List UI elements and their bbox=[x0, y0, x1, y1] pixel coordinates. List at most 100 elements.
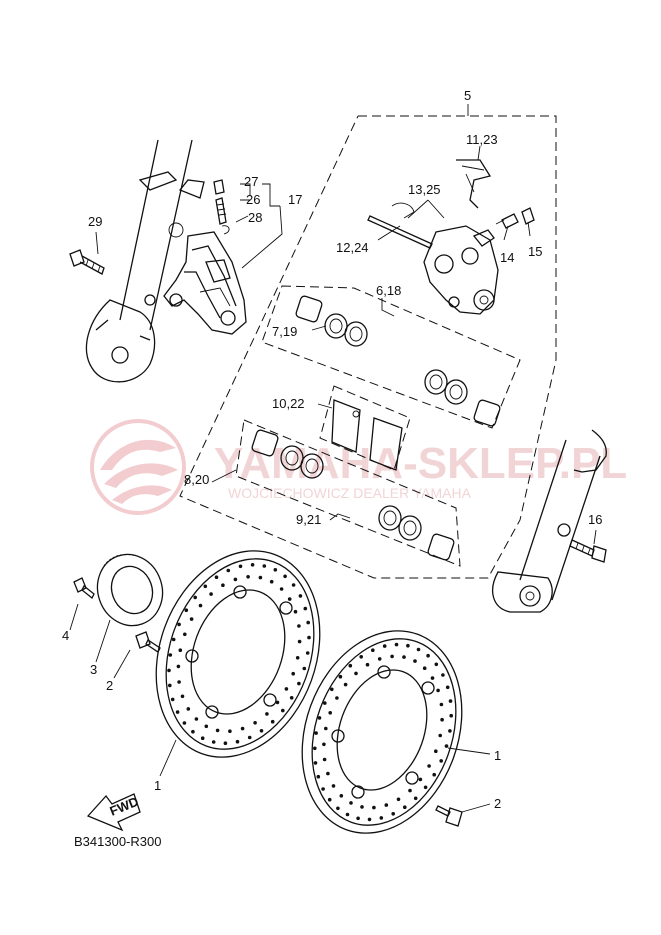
disc-hole bbox=[240, 726, 245, 731]
disc-hole bbox=[430, 676, 435, 680]
disc-hole bbox=[167, 668, 171, 673]
disc-hole bbox=[180, 694, 185, 699]
disc-hole bbox=[297, 639, 302, 644]
disc-hole bbox=[394, 642, 399, 647]
disc-hole bbox=[406, 643, 410, 648]
disc-hole bbox=[448, 729, 452, 733]
disc-hole bbox=[316, 774, 321, 779]
disc-hole bbox=[246, 575, 250, 579]
disc-hole bbox=[253, 721, 257, 725]
disc-hole bbox=[427, 764, 431, 768]
disc-hole bbox=[189, 617, 194, 621]
watermark-logo bbox=[90, 419, 186, 515]
disc-hole bbox=[235, 739, 240, 744]
bleed-cap-15 bbox=[521, 207, 535, 225]
seal-set-upper bbox=[261, 285, 521, 429]
disc-hole bbox=[238, 564, 243, 569]
callout-9-21: 9,21 bbox=[296, 512, 321, 527]
disc-hole bbox=[379, 816, 384, 820]
bleed-screw-14 bbox=[495, 213, 519, 229]
disc-hole bbox=[193, 595, 197, 600]
right-caliper bbox=[423, 225, 499, 315]
disc-hole bbox=[307, 635, 311, 640]
disc-hole bbox=[382, 644, 387, 648]
callout-1-right: 1 bbox=[494, 748, 501, 763]
disc-hole bbox=[275, 700, 280, 705]
disc-hole bbox=[360, 805, 364, 809]
disc-hole bbox=[247, 735, 252, 740]
disc-hole bbox=[262, 564, 267, 568]
callout-labels: 5 11,23 13,25 12,24 14 15 6,18 7,19 10,2… bbox=[62, 88, 602, 811]
disc-hole bbox=[250, 563, 255, 567]
callout-8-20: 8,20 bbox=[184, 472, 209, 487]
callout-27: 27 bbox=[244, 174, 258, 189]
disc-hole bbox=[214, 575, 219, 579]
disc-hole bbox=[203, 584, 208, 589]
disc-hole bbox=[408, 788, 412, 793]
disc-hole bbox=[339, 794, 344, 798]
disc-hole bbox=[317, 716, 322, 720]
disc-hole bbox=[211, 740, 216, 744]
right-fork-leg bbox=[492, 429, 607, 613]
disc-hole bbox=[328, 711, 333, 715]
disc-hole bbox=[338, 674, 343, 679]
disc-hole bbox=[233, 577, 238, 582]
disc-hole bbox=[413, 796, 418, 801]
disc-hole bbox=[215, 728, 220, 733]
disc-hole bbox=[396, 797, 401, 802]
disc-hole bbox=[305, 651, 310, 655]
disc-hole bbox=[440, 717, 444, 722]
callout-26: 26 bbox=[246, 192, 260, 207]
disc-hole bbox=[283, 574, 287, 579]
callout-6-18: 6,18 bbox=[376, 283, 401, 298]
sensor-rotor bbox=[96, 553, 164, 627]
disc-hole bbox=[343, 682, 348, 687]
disc-hole bbox=[434, 749, 438, 753]
disc-hole bbox=[390, 654, 394, 659]
left-disc-holes bbox=[167, 563, 311, 745]
disc-hole bbox=[293, 609, 298, 614]
disc-hole bbox=[269, 579, 274, 584]
disc-hole bbox=[391, 812, 396, 816]
disc-hole bbox=[291, 671, 296, 676]
disc-hole bbox=[284, 687, 289, 691]
leader-lines bbox=[69, 104, 597, 813]
disc-hole bbox=[335, 696, 339, 700]
bolt-2-right bbox=[435, 805, 463, 827]
disc-hole bbox=[171, 637, 176, 642]
disc-hole bbox=[191, 729, 195, 734]
callout-1-left: 1 bbox=[154, 778, 161, 793]
disc-hole bbox=[372, 805, 376, 810]
callout-3: 3 bbox=[90, 662, 97, 677]
callout-29: 29 bbox=[88, 214, 102, 229]
disc-hole bbox=[432, 772, 437, 777]
bleed-screw-parts bbox=[213, 179, 230, 235]
disc-hole bbox=[322, 742, 326, 747]
disc-hole bbox=[177, 680, 181, 684]
disc-hole bbox=[326, 771, 330, 776]
disc-hole bbox=[314, 731, 318, 735]
disc-hole bbox=[184, 608, 189, 612]
disc-hole bbox=[270, 719, 275, 724]
disc-hole bbox=[354, 671, 358, 676]
disc-hole bbox=[281, 708, 285, 713]
disc-hole bbox=[330, 687, 334, 692]
seal-set-lower bbox=[235, 419, 461, 567]
disc-hole bbox=[302, 666, 307, 671]
disc-hole bbox=[182, 721, 187, 725]
diagram-code: B341300-R300 bbox=[74, 834, 161, 849]
callout-13-25: 13,25 bbox=[408, 182, 441, 197]
watermark-subtitle: WOJCIECHOWICZ DEALER YAMAHA bbox=[228, 485, 472, 501]
disc-hole bbox=[323, 701, 327, 705]
callout-14: 14 bbox=[500, 250, 514, 265]
disc-hole bbox=[367, 817, 372, 822]
callout-10-22: 10,22 bbox=[272, 396, 305, 411]
disc-hole bbox=[297, 681, 301, 686]
disc-hole bbox=[178, 648, 183, 652]
disc-hole bbox=[200, 736, 205, 740]
callout-28: 28 bbox=[248, 210, 262, 225]
fwd-arrow-label: FWD bbox=[108, 794, 141, 819]
disc-hole bbox=[402, 655, 406, 659]
disc-hole bbox=[313, 746, 317, 751]
disc-hole bbox=[289, 696, 294, 700]
